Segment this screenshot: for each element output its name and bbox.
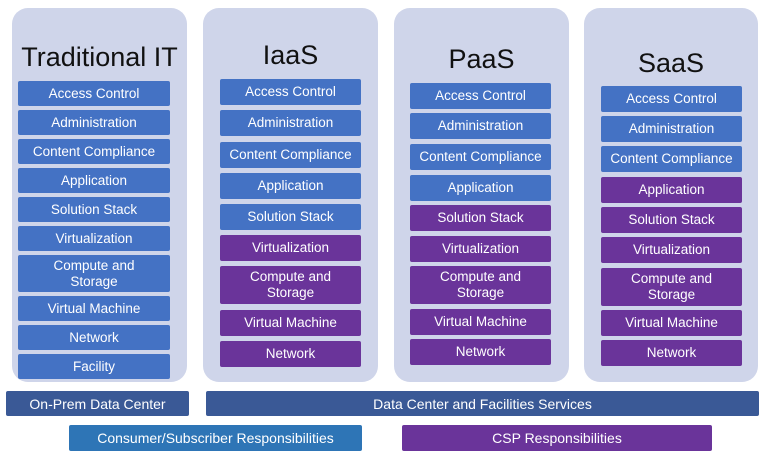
layer-network: Network [601, 340, 742, 366]
layer-application: Application [220, 173, 361, 199]
layer-solution-stack: Solution Stack [410, 205, 551, 231]
layer-virtualization: Virtualization [220, 235, 361, 261]
layer-content-compliance: Content Compliance [220, 142, 361, 168]
column-title: IaaS [262, 40, 319, 70]
layer-access-control: Access Control [18, 81, 170, 106]
column-title: SaaS [637, 48, 705, 78]
on-prem-data-center-bar: On-Prem Data Center [6, 391, 189, 416]
layer-compute-and-storage: Compute and Storage [601, 268, 742, 306]
layer-virtual-machine: Virtual Machine [601, 310, 742, 336]
layer-compute-and-storage: Compute and Storage [220, 266, 361, 304]
layer-application: Application [18, 168, 170, 193]
layer-application: Application [601, 177, 742, 203]
layer-virtualization: Virtualization [18, 226, 170, 251]
layer-compute-and-storage: Compute and Storage [18, 255, 170, 292]
layer-virtualization: Virtualization [410, 236, 551, 262]
layer-network: Network [410, 339, 551, 365]
layer-content-compliance: Content Compliance [410, 144, 551, 170]
layer-virtual-machine: Virtual Machine [220, 310, 361, 336]
layer-solution-stack: Solution Stack [601, 207, 742, 233]
layer-network: Network [220, 341, 361, 367]
layer-administration: Administration [220, 110, 361, 136]
layer-application: Application [410, 175, 551, 201]
layer-content-compliance: Content Compliance [601, 146, 742, 172]
data-center-facilities-bar: Data Center and Facilities Services [206, 391, 759, 416]
layer-access-control: Access Control [410, 83, 551, 109]
legend-csp: CSP Responsibilities [402, 425, 712, 451]
layer-virtual-machine: Virtual Machine [410, 309, 551, 335]
layer-compute-and-storage: Compute and Storage [410, 266, 551, 304]
layer-access-control: Access Control [601, 86, 742, 112]
layer-access-control: Access Control [220, 79, 361, 105]
layer-network: Network [18, 325, 170, 350]
layer-facility: Facility [18, 354, 170, 379]
layer-content-compliance: Content Compliance [18, 139, 170, 164]
layer-administration: Administration [18, 110, 170, 135]
layer-administration: Administration [410, 113, 551, 139]
column-title: Traditional IT [21, 42, 178, 72]
column-title: PaaS [448, 44, 515, 74]
layer-solution-stack: Solution Stack [220, 204, 361, 230]
layer-administration: Administration [601, 116, 742, 142]
legend-consumer: Consumer/Subscriber Responsibilities [69, 425, 362, 451]
layer-virtual-machine: Virtual Machine [18, 296, 170, 321]
layer-solution-stack: Solution Stack [18, 197, 170, 222]
layer-virtualization: Virtualization [601, 237, 742, 263]
